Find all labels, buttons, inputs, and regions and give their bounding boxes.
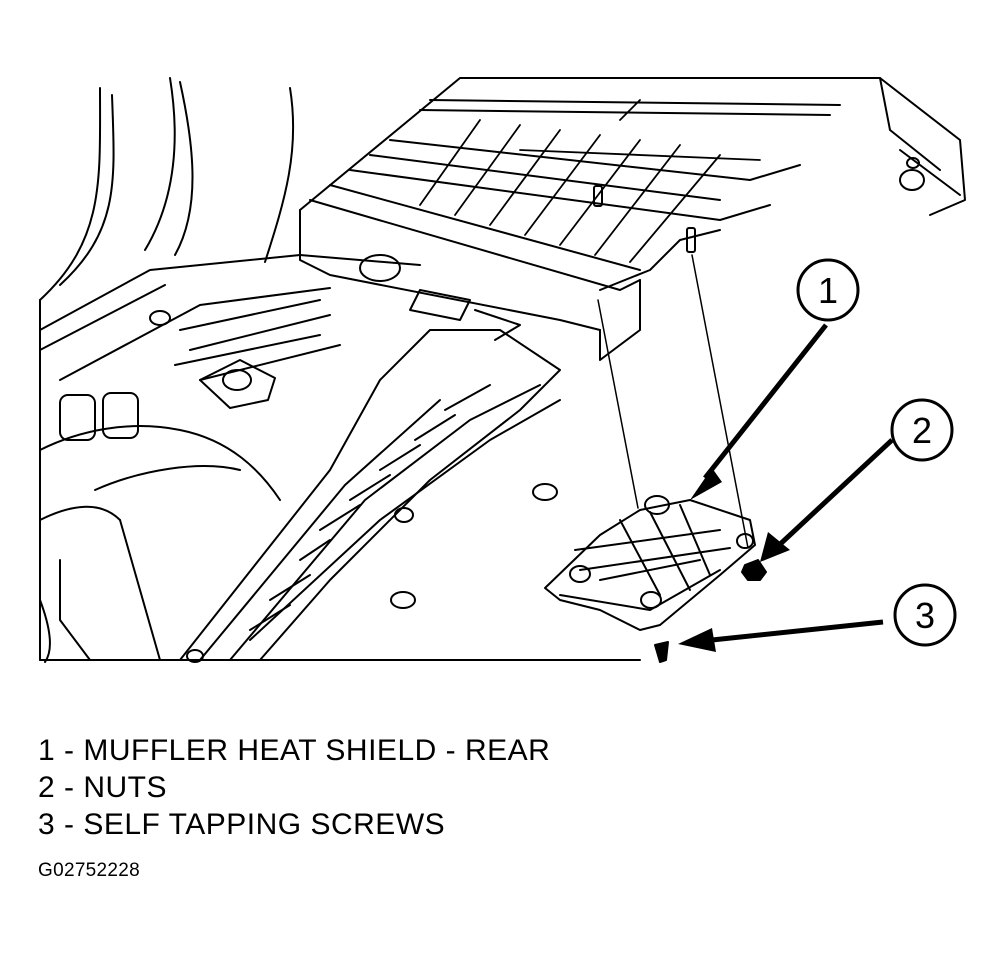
svg-text:1: 1 bbox=[818, 270, 838, 311]
fastener-studs bbox=[593, 185, 767, 663]
svg-text:2: 2 bbox=[912, 410, 932, 451]
svg-text:3: 3 bbox=[915, 595, 935, 636]
floor-pan bbox=[39, 254, 641, 661]
parts-legend: 1 - MUFFLER HEAT SHIELD - REAR 2 - NUTS … bbox=[38, 732, 550, 843]
arrow-1 bbox=[690, 323, 828, 500]
rear-floor-slats bbox=[419, 99, 761, 263]
legend-item-1: 1 - MUFFLER HEAT SHIELD - REAR bbox=[38, 734, 551, 767]
callout-2: 2 bbox=[890, 398, 954, 462]
vehicle-underbody-illustration: 1 2 3 bbox=[39, 77, 966, 663]
legend-item-2: 2 - NUTS bbox=[38, 771, 168, 804]
legend-item-3: 3 - SELF TAPPING SCREWS bbox=[38, 808, 446, 841]
leader-arrows bbox=[678, 323, 894, 652]
muffler-heat-shield bbox=[544, 495, 756, 631]
rear-crossmember bbox=[299, 77, 966, 361]
arrow-2 bbox=[760, 438, 894, 562]
left-body-panel bbox=[39, 77, 295, 663]
arrow-3 bbox=[678, 619, 884, 652]
exhaust-tunnel bbox=[179, 329, 561, 663]
figure-id: G02752228 bbox=[38, 860, 141, 881]
callout-3: 3 bbox=[893, 583, 957, 647]
callout-1: 1 bbox=[796, 258, 860, 322]
